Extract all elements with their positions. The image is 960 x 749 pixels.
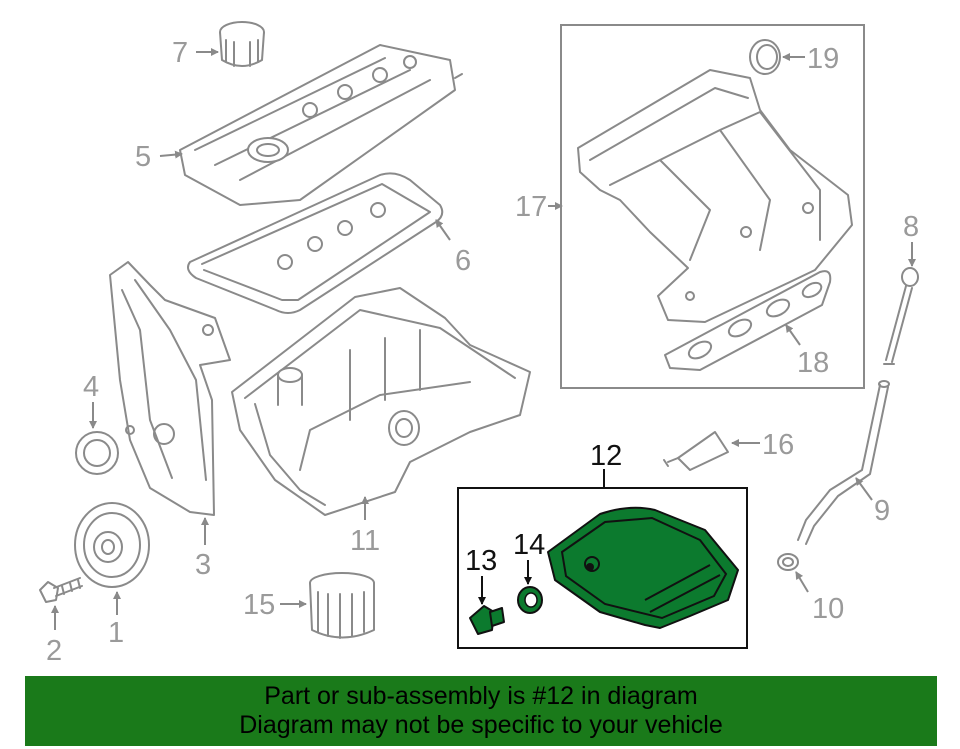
part-oil-filter[interactable]	[309, 572, 375, 639]
callout-18: 18	[797, 347, 829, 379]
callout-12: 12	[590, 440, 622, 472]
callout-15: 15	[243, 589, 275, 621]
part-pulley-bolt[interactable]	[39, 577, 83, 603]
part-front-seal[interactable]	[75, 431, 119, 475]
callout-8: 8	[903, 211, 919, 243]
callout-1: 1	[108, 617, 124, 649]
part-intake-gasket[interactable]	[664, 270, 832, 371]
part-oil-filler-cap[interactable]	[219, 21, 265, 67]
callout-11: 11	[350, 525, 380, 557]
callout-16: 16	[762, 429, 794, 461]
part-dipstick[interactable]	[883, 267, 919, 365]
callout-19: 19	[807, 43, 839, 75]
part-timing-cover[interactable]	[109, 261, 231, 516]
part-upper-oil-pan[interactable]	[231, 287, 531, 516]
part-valve-cover[interactable]	[179, 44, 463, 206]
banner-line-1: Part or sub-assembly is #12 in diagram	[264, 682, 698, 710]
part-sealant-tube[interactable]	[663, 431, 729, 471]
part-dipstick-tube[interactable]	[797, 380, 890, 545]
callout-10: 10	[812, 593, 844, 625]
callout-9: 9	[874, 495, 890, 527]
callout-4: 4	[83, 371, 99, 403]
parts-diagram: 7 5 6 3 4 1	[39, 21, 919, 667]
part-drain-gasket-highlighted[interactable]	[517, 586, 543, 614]
callout-3: 3	[195, 549, 211, 581]
highlighted-assembly-frame	[457, 487, 748, 649]
part-drain-plug-highlighted[interactable]	[469, 605, 505, 635]
callout-7: 7	[172, 37, 188, 69]
callout-17: 17	[515, 191, 547, 223]
banner-line-2: Diagram may not be specific to your vehi…	[239, 711, 723, 739]
callout-5: 5	[135, 141, 151, 173]
part-crankshaft-pulley[interactable]	[74, 502, 150, 588]
callout-13: 13	[465, 545, 497, 577]
callout-14: 14	[513, 529, 545, 561]
part-o-ring[interactable]	[749, 39, 781, 75]
part-intake-manifold[interactable]	[577, 69, 853, 323]
callout-2: 2	[46, 635, 62, 667]
part-oil-pan-highlighted[interactable]	[547, 506, 739, 629]
info-banner: Part or sub-assembly is #12 in diagram D…	[25, 676, 937, 746]
callout-6: 6	[455, 245, 471, 277]
part-dipstick-seal[interactable]	[777, 553, 799, 571]
